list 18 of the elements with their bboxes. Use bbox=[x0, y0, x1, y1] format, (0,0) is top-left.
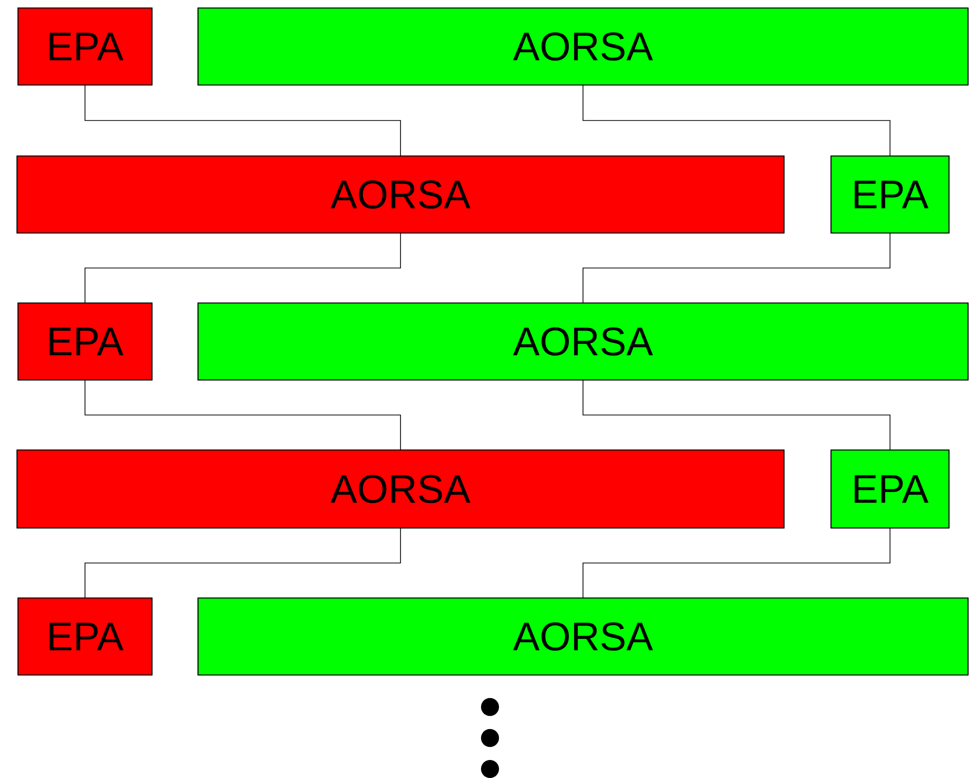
block: AORSA bbox=[197, 597, 969, 676]
block: AORSA bbox=[197, 7, 969, 86]
block: EPA bbox=[17, 7, 153, 86]
block: EPA bbox=[17, 597, 153, 676]
connector bbox=[84, 380, 401, 450]
block: EPA bbox=[17, 302, 153, 381]
block: AORSA bbox=[16, 449, 785, 529]
connector bbox=[582, 233, 890, 303]
block: EPA bbox=[830, 155, 950, 234]
connector bbox=[582, 85, 890, 156]
connector bbox=[84, 85, 401, 156]
block: EPA bbox=[830, 449, 950, 529]
connector bbox=[582, 380, 890, 450]
connector bbox=[582, 528, 890, 598]
connector bbox=[84, 233, 401, 303]
block: AORSA bbox=[16, 155, 785, 234]
block: AORSA bbox=[197, 302, 969, 381]
connector bbox=[84, 528, 401, 598]
